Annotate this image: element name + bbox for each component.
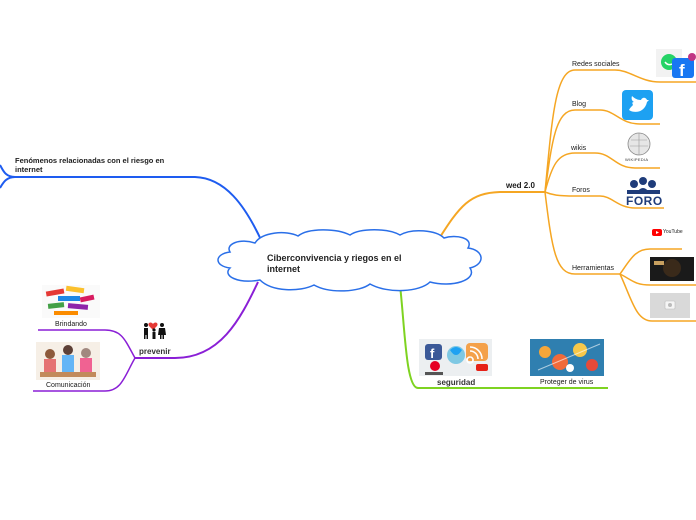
topic-comunicacion[interactable]: Comunicación bbox=[46, 382, 91, 389]
twitter-icon bbox=[622, 90, 653, 120]
topic-seguridad[interactable]: seguridad bbox=[437, 378, 476, 387]
topic-herramientas[interactable]: Herramientas bbox=[572, 265, 615, 272]
svg-text:f: f bbox=[679, 61, 685, 80]
branch-herr-1 bbox=[619, 248, 682, 275]
svg-text:f: f bbox=[430, 346, 435, 361]
topic-prevenir[interactable]: prevenir bbox=[139, 347, 171, 356]
branch-herr-3 bbox=[619, 273, 696, 322]
branch-prevenir bbox=[135, 281, 259, 359]
branch-brindando bbox=[38, 329, 136, 359]
topic-wikis[interactable]: wikis bbox=[571, 145, 587, 152]
branch-herramientas bbox=[544, 191, 620, 275]
facebook-icon: f bbox=[672, 53, 696, 80]
topic-foros[interactable]: Foros bbox=[572, 187, 590, 194]
foro-logo-text: FORO bbox=[626, 194, 663, 208]
wikipedia-icon bbox=[627, 132, 651, 156]
topic-brindando[interactable]: Brindando bbox=[55, 321, 87, 328]
branch-wed bbox=[436, 191, 545, 243]
topic-fenomenos[interactable]: Fenómenos relacionadas con el riesgo en … bbox=[15, 156, 165, 174]
center-topic[interactable]: Ciberconvivencia y riegos en el internet bbox=[267, 253, 402, 274]
branch-fenomenos-tail bbox=[0, 176, 16, 189]
branch-redes bbox=[544, 69, 696, 193]
topic-redes-sociales[interactable]: Redes sociales bbox=[572, 61, 620, 68]
center-cloud bbox=[217, 229, 482, 292]
foro-icon bbox=[627, 177, 660, 194]
youtube-logo-text: YouTube bbox=[663, 229, 683, 235]
branch-fenomenos bbox=[0, 164, 263, 243]
youtube-icon bbox=[652, 229, 662, 236]
topic-proteger-virus[interactable]: Proteger de virus bbox=[540, 379, 594, 386]
branch-herr-2 bbox=[619, 273, 696, 286]
comunicacion-image bbox=[36, 342, 100, 380]
brindando-image bbox=[42, 285, 100, 318]
seguridad-image: f bbox=[419, 339, 492, 376]
topic-wed[interactable]: wed 2.0 bbox=[506, 181, 535, 190]
virus-image bbox=[530, 339, 604, 376]
family-icon bbox=[144, 322, 166, 339]
branch-comunicacion bbox=[33, 357, 136, 392]
branch-blog bbox=[544, 109, 660, 193]
video-placeholder-icon bbox=[650, 293, 690, 318]
wikipedia-logo-text: WIKIPEDIA bbox=[625, 157, 649, 162]
topic-blog[interactable]: Blog bbox=[572, 101, 587, 108]
dark-web-image bbox=[650, 257, 694, 281]
branch-wikis bbox=[544, 152, 660, 193]
branch-foros bbox=[544, 191, 664, 209]
branch-seguridad bbox=[399, 284, 608, 389]
